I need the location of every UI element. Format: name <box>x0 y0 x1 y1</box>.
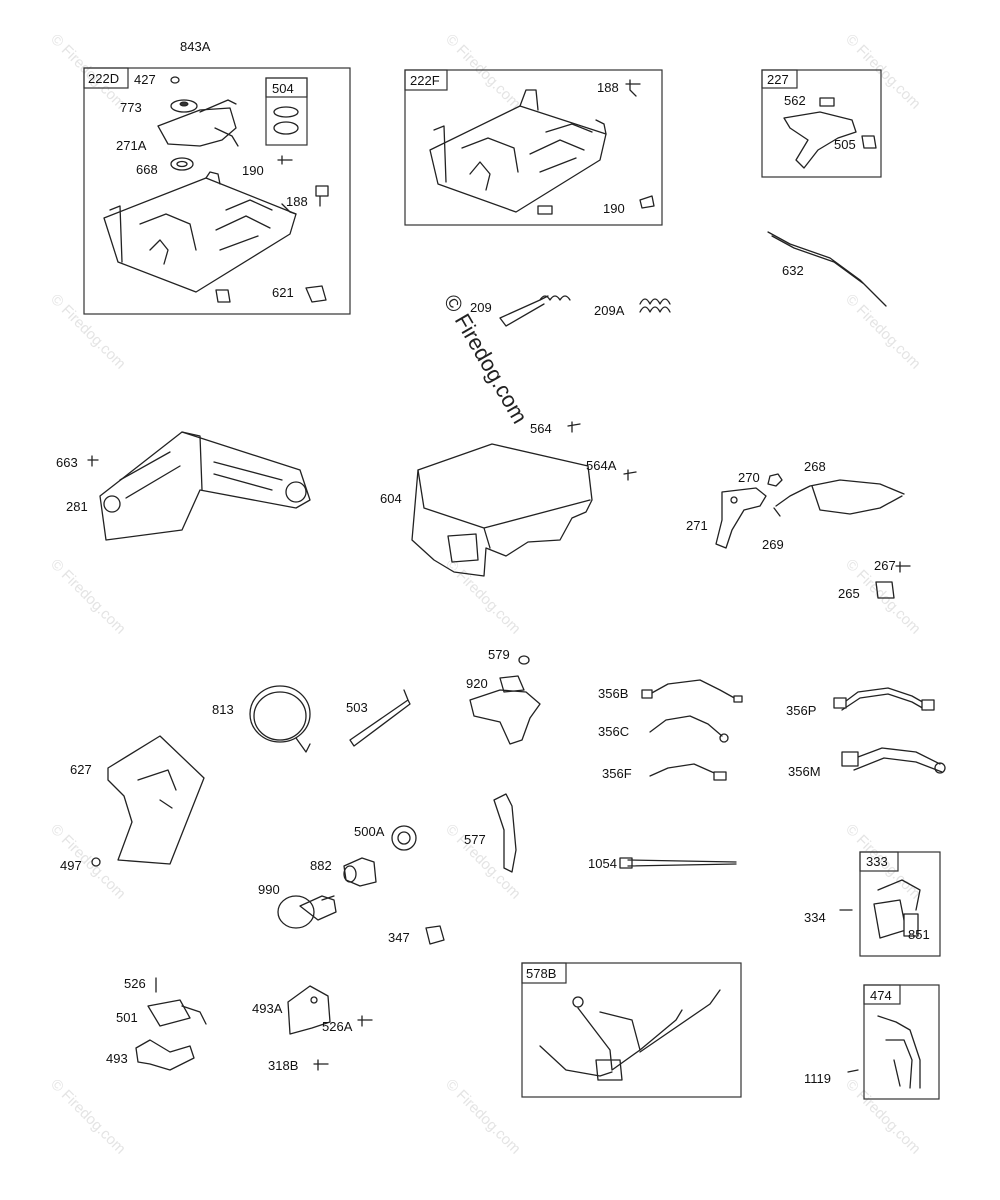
part-label: 427 <box>134 72 156 87</box>
part-label: 562 <box>784 93 806 108</box>
switch-parts <box>277 825 445 945</box>
part-label: 318B <box>268 1058 298 1073</box>
tie-1054 <box>619 857 737 869</box>
part-label: 663 <box>56 455 78 470</box>
cover-604 <box>411 421 637 577</box>
box-label: 474 <box>870 988 892 1003</box>
spring-209A <box>639 298 671 313</box>
part-label: 188 <box>597 80 619 95</box>
part-label: 501 <box>116 1010 138 1025</box>
part-label: 356C <box>598 724 629 739</box>
bracket-493A <box>287 985 373 1071</box>
box-label: 333 <box>866 854 888 869</box>
part-920 <box>469 655 541 745</box>
box-label: 227 <box>767 72 789 87</box>
part-label: 347 <box>388 930 410 945</box>
part-label: 564A <box>586 458 617 473</box>
part-label: 334 <box>804 910 826 925</box>
bracket-281 <box>87 431 311 541</box>
regulator-501 <box>135 977 207 1071</box>
part-label: 526 <box>124 976 146 991</box>
wire-356C <box>649 715 729 743</box>
part-label: 356B <box>598 686 628 701</box>
box-label: 222F <box>410 73 440 88</box>
wire-356P <box>833 687 935 711</box>
part-label: 493A <box>252 1001 283 1016</box>
part-label: 500A <box>354 824 385 839</box>
part-label: 269 <box>762 537 784 552</box>
bracket-627 <box>91 735 205 867</box>
box-578B: 578B <box>521 962 742 1098</box>
cable-632 <box>767 231 887 307</box>
box-label: 222D <box>88 71 119 86</box>
watermark: © Firedog.com <box>47 291 129 373</box>
part-label: 621 <box>272 285 294 300</box>
part-label: 813 <box>212 702 234 717</box>
part-label: 632 <box>782 263 804 278</box>
part-label: 604 <box>380 491 402 506</box>
watermark: © Firedog.com <box>442 1076 524 1158</box>
part-label: 188 <box>286 194 308 209</box>
part-label: 270 <box>738 470 760 485</box>
part-label: 1119 <box>804 1071 831 1086</box>
part-label: 851 <box>908 927 930 942</box>
part-labels: 843A 427 773 271A 668 190 188 621 188 19… <box>56 39 930 1086</box>
part-label: 356M <box>788 764 821 779</box>
part-label: 577 <box>464 832 486 847</box>
part-label: 505 <box>834 137 856 152</box>
wire-356B <box>641 679 743 703</box>
throttle-271 <box>715 473 911 599</box>
part-label: 990 <box>258 882 280 897</box>
wire-356M <box>841 747 946 774</box>
part-label: 493 <box>106 1051 128 1066</box>
clamp-813 <box>249 685 311 753</box>
part-label: 503 <box>346 700 368 715</box>
box-227: 227 <box>761 69 882 178</box>
spring-209 <box>499 295 571 327</box>
wire-356F <box>649 763 727 781</box>
part-label: 268 <box>804 459 826 474</box>
part-label: 920 <box>466 676 488 691</box>
part-label: 773 <box>120 100 142 115</box>
watermark: © Firedog.com <box>47 556 129 638</box>
part-label: 1054 <box>588 856 617 871</box>
watermark: © Firedog.com <box>442 556 524 638</box>
part-label: 356P <box>786 703 816 718</box>
part-label: 882 <box>310 858 332 873</box>
box-222F: 222F <box>404 69 663 226</box>
part-label: 271 <box>686 518 708 533</box>
watermark: © Firedog.com <box>442 31 524 113</box>
part-label: 843A <box>180 39 211 54</box>
strap-503 <box>349 689 411 747</box>
part-label: 265 <box>838 586 860 601</box>
box-222D: 222D 504 <box>83 67 351 315</box>
watermark-layer: © Firedog.com © Firedog.com © Firedog.co… <box>47 31 924 1158</box>
part-label: 579 <box>488 647 510 662</box>
part-label: 564 <box>530 421 552 436</box>
watermark: © Firedog.com <box>842 31 924 113</box>
box-333: 333 <box>839 851 941 957</box>
part-label: 356F <box>602 766 632 781</box>
part-label: 627 <box>70 762 92 777</box>
watermark: © Firedog.com <box>842 1076 924 1158</box>
part-label: 190 <box>242 163 264 178</box>
boot-577 <box>493 793 517 873</box>
part-label: 190 <box>603 201 625 216</box>
part-label: 497 <box>60 858 82 873</box>
part-label: 281 <box>66 499 88 514</box>
part-label: 668 <box>136 162 158 177</box>
box-label: 578B <box>526 966 556 981</box>
part-label: 209 <box>470 300 492 315</box>
part-label: 209A <box>594 303 625 318</box>
part-label: 271A <box>116 138 147 153</box>
part-label: 267 <box>874 558 896 573</box>
watermark: © Firedog.com <box>47 1076 129 1158</box>
box-474: 474 <box>847 984 940 1100</box>
box-label: 504 <box>272 81 294 96</box>
part-label: 526A <box>322 1019 353 1034</box>
